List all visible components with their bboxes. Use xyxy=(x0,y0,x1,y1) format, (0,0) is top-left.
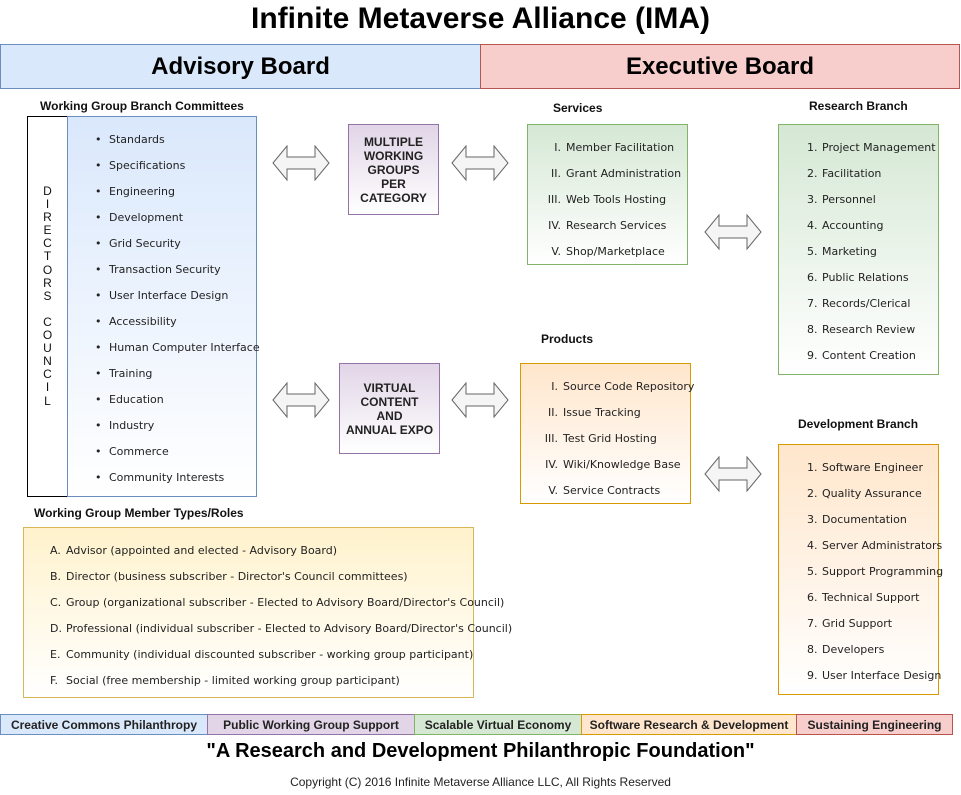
development-branch-box: 1.Software Engineer 2.Quality Assurance … xyxy=(778,444,943,695)
products-list: I.Source Code Repository II.Issue Tracki… xyxy=(527,380,695,510)
double-arrow-icon xyxy=(451,145,509,181)
legend-scalable-economy: Scalable Virtual Economy xyxy=(414,714,582,735)
committee-item: Commerce xyxy=(95,445,260,471)
committee-item: Engineering xyxy=(95,185,260,211)
role-item: D.Professional (individual subscriber - … xyxy=(50,622,513,635)
committee-item: Education xyxy=(95,393,260,419)
committee-item: Transaction Security xyxy=(95,263,260,289)
products-box: I.Source Code Repository II.Issue Tracki… xyxy=(520,363,694,504)
role-item: E.Community (individual discounted subsc… xyxy=(50,648,474,661)
committee-item: Human Computer Interface xyxy=(95,341,260,367)
role-item: B.Director (business subscriber - Direct… xyxy=(50,570,408,583)
development-item: 2.Quality Assurance xyxy=(807,487,922,500)
role-item: F.Social (free membership - limited work… xyxy=(50,674,400,687)
products-label: Products xyxy=(541,332,594,346)
committee-item: Community Interests xyxy=(95,471,260,497)
committees-list: Standards Specifications Engineering Dev… xyxy=(95,133,260,497)
services-box: I.Member Facilitation II.Grant Administr… xyxy=(527,124,688,265)
product-item: IV.Wiki/Knowledge Base xyxy=(545,458,681,471)
role-item: A.Advisor (appointed and elected - Advis… xyxy=(50,544,338,557)
development-item: 4.Server Administrators xyxy=(807,539,943,552)
double-arrow-icon xyxy=(451,382,509,418)
service-item: III.Web Tools Hosting xyxy=(547,193,667,206)
product-item: III.Test Grid Hosting xyxy=(544,432,657,445)
research-branch-box: 1.Project Management 2.Facilitation 3.Pe… xyxy=(778,124,939,375)
research-item: 2.Facilitation xyxy=(807,167,882,180)
research-item: 9.Content Creation xyxy=(807,349,916,362)
research-item: 1.Project Management xyxy=(807,141,936,154)
development-item: 3.Documentation xyxy=(807,513,907,526)
service-item: V.Shop/Marketplace xyxy=(551,245,665,258)
development-item: 7.Grid Support xyxy=(807,617,893,630)
research-branch-label: Research Branch xyxy=(809,99,908,113)
committee-item: User Interface Design xyxy=(95,289,260,315)
service-item: II.Grant Administration xyxy=(551,167,682,180)
development-item: 6.Technical Support xyxy=(807,591,920,604)
development-branch-label: Development Branch xyxy=(798,417,919,431)
research-item: 5.Marketing xyxy=(807,245,877,258)
services-list: I.Member Facilitation II.Grant Administr… xyxy=(530,141,681,271)
research-item: 7.Records/Clerical xyxy=(807,297,911,310)
committee-item: Industry xyxy=(95,419,260,445)
development-item: 1.Software Engineer xyxy=(807,461,923,474)
service-item: I.Member Facilitation xyxy=(554,141,675,154)
committee-item: Training xyxy=(95,367,260,393)
legend-sustaining-engineering: Sustaining Engineering xyxy=(796,714,953,735)
committees-label: Working Group Branch Committees xyxy=(40,99,244,113)
research-item: 6.Public Relations xyxy=(807,271,909,284)
advisory-board-header: Advisory Board xyxy=(0,44,481,89)
services-label: Services xyxy=(553,101,603,115)
development-list: 1.Software Engineer 2.Quality Assurance … xyxy=(807,461,943,695)
roles-box: A.Advisor (appointed and elected - Advis… xyxy=(23,527,512,698)
double-arrow-icon xyxy=(704,214,762,250)
roles-label: Working Group Member Types/Roles xyxy=(34,506,244,520)
role-item: C.Group (organizational subscriber - Ele… xyxy=(50,596,505,609)
copyright: Copyright (C) 2016 Infinite Metaverse Al… xyxy=(290,775,671,789)
committee-item: Grid Security xyxy=(95,237,260,263)
double-arrow-icon xyxy=(704,456,762,492)
service-item: IV.Research Services xyxy=(548,219,667,232)
development-item: 5.Support Programming xyxy=(807,565,944,578)
product-item: II.Issue Tracking xyxy=(548,406,641,419)
executive-board-header: Executive Board xyxy=(480,44,960,89)
product-item: V.Service Contracts xyxy=(548,484,661,497)
committee-item: Standards xyxy=(95,133,260,159)
legend-public-working-group: Public Working Group Support xyxy=(207,714,415,735)
roles-list: A.Advisor (appointed and elected - Advis… xyxy=(50,544,512,700)
development-item: 8.Developers xyxy=(807,643,885,656)
development-item: 9.User Interface Design xyxy=(807,669,942,682)
research-item: 3.Personnel xyxy=(807,193,876,206)
legend-creative-commons: Creative Commons Philanthropy xyxy=(0,714,208,735)
product-item: I.Source Code Repository xyxy=(551,380,695,393)
double-arrow-icon xyxy=(272,145,330,181)
main-title: Infinite Metaverse Alliance (IMA) xyxy=(251,2,710,35)
committee-item: Development xyxy=(95,211,260,237)
legend-software-rnd: Software Research & Development xyxy=(581,714,797,735)
research-list: 1.Project Management 2.Facilitation 3.Pe… xyxy=(807,141,936,375)
research-item: 8.Research Review xyxy=(807,323,916,336)
committees-box: Standards Specifications Engineering Dev… xyxy=(67,116,260,497)
committee-item: Specifications xyxy=(95,159,260,185)
tagline: "A Research and Development Philanthropi… xyxy=(206,740,755,762)
committee-item: Accessibility xyxy=(95,315,260,341)
double-arrow-icon xyxy=(272,382,330,418)
research-item: 4.Accounting xyxy=(807,219,884,232)
